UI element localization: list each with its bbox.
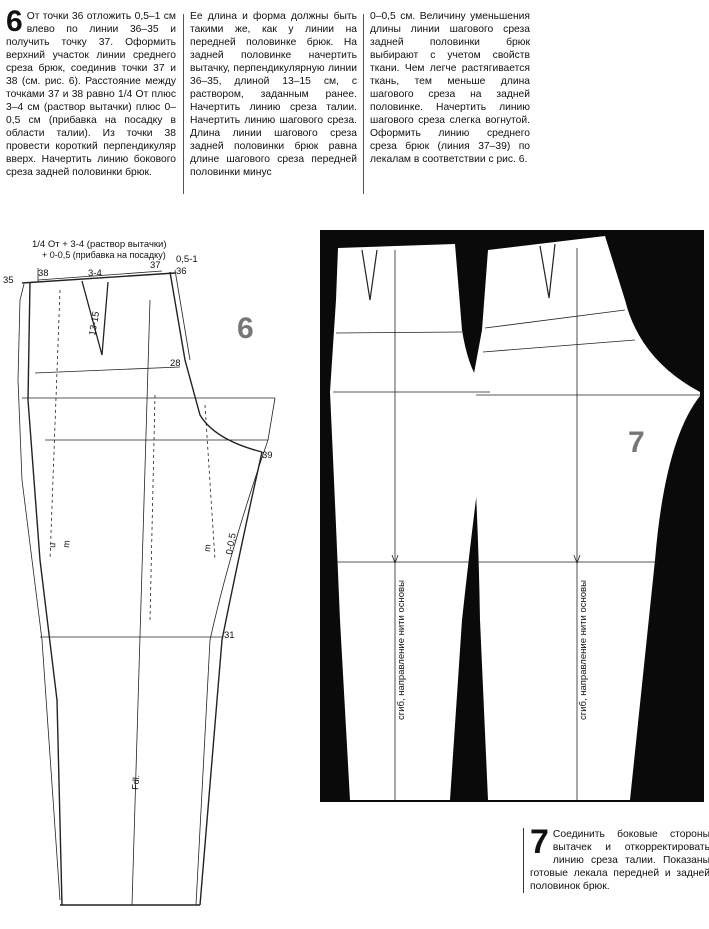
formula-line-1: 1/4 От + 3-4 (раствор вытачки) — [32, 239, 167, 250]
mark-u: u — [47, 542, 57, 548]
col3-text: 0–0,5 см. Величину уменьшения длины лини… — [370, 11, 530, 165]
column-divider — [363, 14, 364, 194]
col2-text: Ее длина и форма должны быть такими же, … — [190, 11, 357, 178]
point-37: 37 — [150, 260, 161, 271]
figure-7-finished-patterns: сгиб, направление нити основы сгиб, напр… — [320, 230, 704, 802]
point-31: 31 — [224, 630, 235, 641]
mark-m-right: m — [202, 544, 213, 552]
grain-label-back: сгиб, направление нити основы — [578, 580, 589, 720]
offset-label: 0,5-1 — [176, 254, 198, 265]
step-number-7: 7 — [530, 823, 549, 861]
text-column-2: Ее длина и форма должны быть такими же, … — [190, 10, 357, 179]
inseam-offset-label: 0-0,5 — [224, 532, 239, 555]
dart-width-label: 3-4 — [88, 268, 102, 279]
dart-length-label: 13-15 — [87, 311, 102, 337]
point-35: 35 — [3, 275, 14, 286]
point-28: 28 — [170, 358, 181, 369]
grain-label-front: сгиб, направление нити основы — [396, 580, 407, 720]
figure-7-number: 7 — [628, 426, 645, 459]
text-column-3: 0–0,5 см. Величину уменьшения длины лини… — [370, 10, 530, 166]
mark-fdl: Fdl. — [130, 774, 141, 790]
figure-6-number: 6 — [237, 312, 254, 345]
column-divider — [183, 14, 184, 194]
step-number-6: 6 — [6, 5, 23, 38]
point-36: 36 — [176, 266, 187, 277]
col1-text: От точки 36 отложить 0,5–1 см влево по л… — [6, 11, 176, 178]
formula-line-2: + 0-0,5 (прибавка на посадку) — [42, 250, 166, 260]
point-39: 39 — [262, 450, 273, 461]
point-38: 38 — [38, 268, 49, 279]
figure-6-pattern-draft: 1/4 От + 3-4 (раствор вытачки) + 0-0,5 (… — [3, 239, 276, 906]
caption-7-text: Соединить боковые стороны вытачек и отко… — [530, 829, 709, 892]
mark-m-left: m — [61, 540, 72, 548]
